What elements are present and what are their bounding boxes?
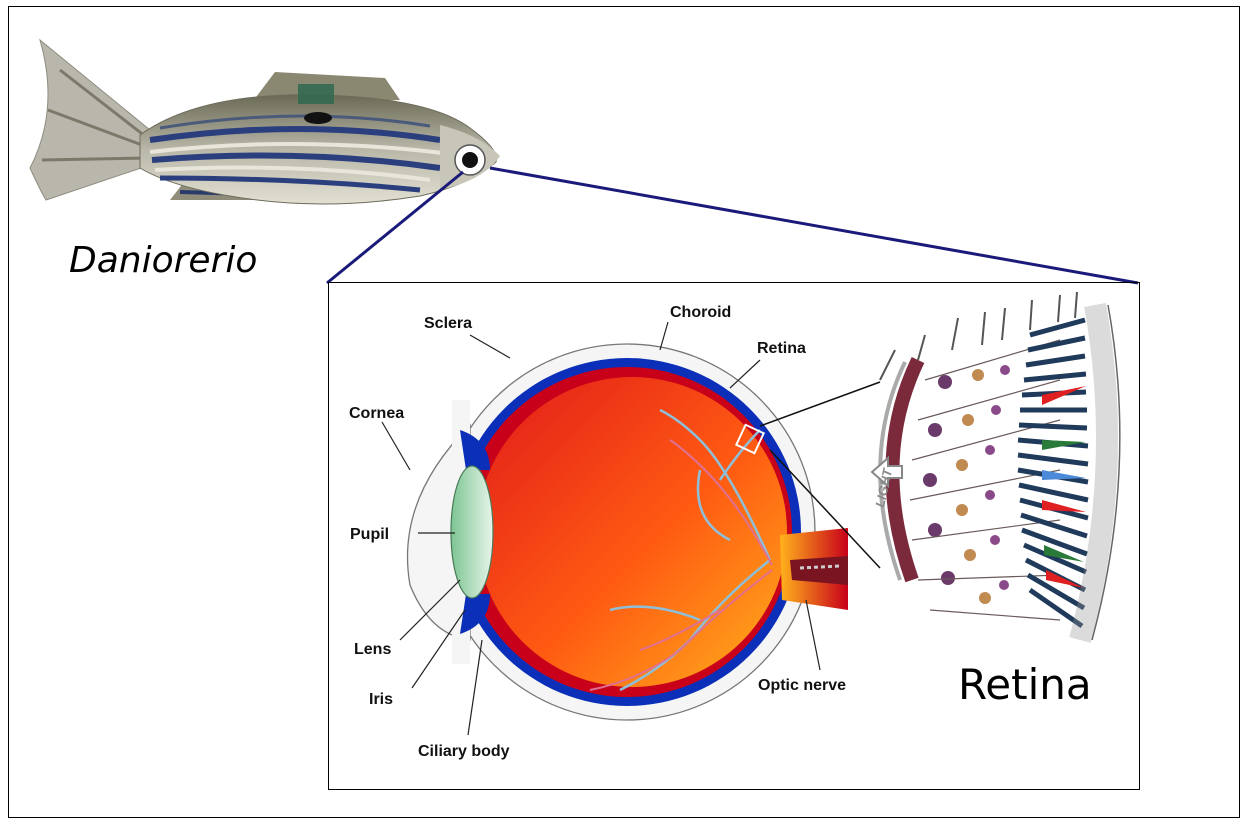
eye-diagram-panel (328, 282, 1140, 790)
species-label: Daniorerio (69, 240, 257, 281)
connector-line-right (490, 168, 1138, 283)
zebrafish-illustration (30, 40, 500, 204)
